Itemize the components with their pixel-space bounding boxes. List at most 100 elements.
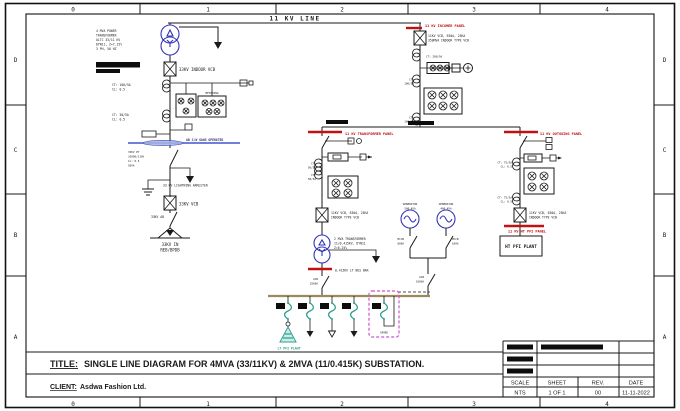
lightning-arrester-label: 33 KV LIGHTNING ARRESTER [163, 184, 208, 188]
incoming-termination [150, 227, 190, 239]
ruler-letter: C [663, 147, 667, 154]
ht-pfi-panel-box [499, 235, 543, 257]
outgoing-column: 11 KV OUTGOING PANEL CT: 75/5A CL: 0.5 C… [497, 127, 582, 257]
redacted-text-bar [507, 368, 533, 374]
panel-label: 11 KV TRANSFORMER PANEL [345, 132, 393, 136]
scale-value: NTS [514, 391, 525, 397]
ruler-number: 4 [605, 7, 609, 14]
redacted-text-bar [507, 356, 533, 362]
ruler-number: 2 [340, 7, 344, 14]
spare-label: SPARE [380, 331, 388, 335]
transformer-spec: DYN11, Z=7.15% [96, 43, 122, 47]
redacted-text-bar [326, 120, 348, 124]
feeder-load [320, 296, 337, 338]
ruler-letter: A [663, 334, 667, 341]
transformer-spec: 3 PH, 50 HZ [96, 47, 117, 51]
generator-label: GENERATOR [403, 202, 418, 206]
transformer-spec: 11/0.415KV, DYN11 [334, 242, 366, 246]
vcb-label: 350MVA INDOOR TYPE VCB [428, 39, 469, 43]
vcb-label: INDOOR TYPE VCB [529, 216, 557, 220]
ct-label: CT: 75/5A [497, 161, 512, 165]
acb-label: 2500A [310, 282, 318, 286]
disconnect-switch [321, 135, 330, 149]
earth-branch [141, 179, 170, 196]
lightning-arrester: 33 KV LIGHTNING ARRESTER [163, 167, 208, 188]
incoming-label: REB/BPDB [160, 248, 180, 253]
ground-symbol [329, 249, 380, 263]
metering-box [423, 87, 463, 115]
spare-feeder-outline [368, 290, 400, 338]
redacted-text-bar [541, 344, 603, 350]
mccb-breaker [445, 235, 454, 249]
lt-feeders: LT PFI PLANT SPARE [276, 290, 400, 351]
metering-box [523, 167, 555, 195]
breaker-label: MCCB [452, 237, 459, 241]
ct-label: CL: 0.5 [112, 88, 125, 92]
generator-label: 500 KVA [404, 207, 416, 211]
acb-label: 1600A [416, 280, 424, 284]
breaker-label: MCCB [398, 237, 405, 241]
title-label: TITLE: [50, 359, 78, 369]
metering-caption: METERING [206, 91, 219, 95]
panel-label: 11 KV OUTGOING PANEL [540, 132, 582, 136]
pt-spec: 50VA [128, 164, 135, 168]
ruler-number: 4 [605, 401, 609, 408]
ruler-letter: D [663, 57, 667, 64]
ct-label: 50/5A [308, 177, 316, 181]
redacted-text-bar [408, 121, 434, 125]
vcb-label: 33KV VCB [179, 202, 199, 207]
redacted-text-bar [507, 344, 533, 350]
metering-branch: METERING [170, 79, 254, 118]
ct-label: CT: [409, 78, 414, 82]
ruler-number: 3 [472, 7, 476, 14]
distribution-transformer-symbol [313, 234, 331, 264]
ab-switch-annotation: AB S/W GANG OPERATED [128, 138, 240, 146]
breaker-label: 630A [452, 242, 459, 246]
vcb-label: 11KV VCB, 630A, 25KA [428, 34, 465, 38]
ct-label: CL: 0.5 [112, 118, 125, 122]
client-label: CLIENT: [50, 384, 77, 391]
ruler-number: 0 [71, 7, 75, 14]
ct-label: CT: [409, 116, 414, 120]
title-block: TITLE: SINGLE LINE DIAGRAM FOR 4MVA (33/… [26, 340, 654, 397]
generator-section: GENERATOR 500 KVA GENERATOR 400 KVA MCCB… [398, 202, 459, 296]
ruler-letter: D [14, 57, 18, 64]
pt-branch [523, 137, 553, 150]
feeder-spare: SPARE [368, 290, 400, 338]
ruler-number: 0 [71, 401, 75, 408]
transformer-panel-column: 11 KV TRANSFORMER PANEL CT: 50/5A CT: 50… [308, 127, 393, 296]
ht-pfi-panel-text: HT PFI PLANT [505, 244, 537, 250]
ct-label: CT: 75/5A [497, 196, 512, 200]
scale-label: SCALE [511, 381, 530, 387]
transformer-spec: Z=6.25% [334, 246, 347, 250]
pfi-panel-label: 11 KV HT PFI PANEL [508, 230, 546, 234]
ct-label: CT: [311, 162, 316, 166]
ruler-letter: A [14, 334, 18, 341]
incoming-label: 33KV IN [162, 242, 179, 247]
ct-label: CL: 0.5 [501, 165, 513, 169]
ct-label: CT: [311, 173, 316, 177]
pt-spec: 33KV PT [128, 150, 140, 154]
transformer-spec: 4 MVA POWER [96, 29, 117, 33]
pfi-label: LT PFI PLANT [277, 347, 300, 351]
sheet-label: SHEET [548, 381, 567, 387]
panel-label: 11 KV INCOMER PANEL [425, 24, 465, 28]
feeder-load [298, 296, 315, 337]
ruler-letter: C [14, 147, 18, 154]
power-transformer-symbol [160, 24, 180, 56]
ct-label: CT: 50/5A [112, 113, 129, 117]
redacted-text-bar [298, 303, 307, 309]
mccb-breaker [409, 235, 418, 249]
line-label: 11 KV LINE [269, 16, 320, 23]
pt-branch [325, 137, 362, 145]
redacted-text-bar [276, 303, 285, 309]
metering-box [327, 175, 359, 199]
ruler-number: 1 [206, 401, 210, 408]
breaker-label: 800A [398, 242, 405, 246]
ab-switch [169, 211, 178, 227]
generator-label: 400 KVA [440, 207, 452, 211]
sheet-value: 1 OF 1 [548, 391, 565, 397]
acb-breaker [427, 273, 436, 287]
